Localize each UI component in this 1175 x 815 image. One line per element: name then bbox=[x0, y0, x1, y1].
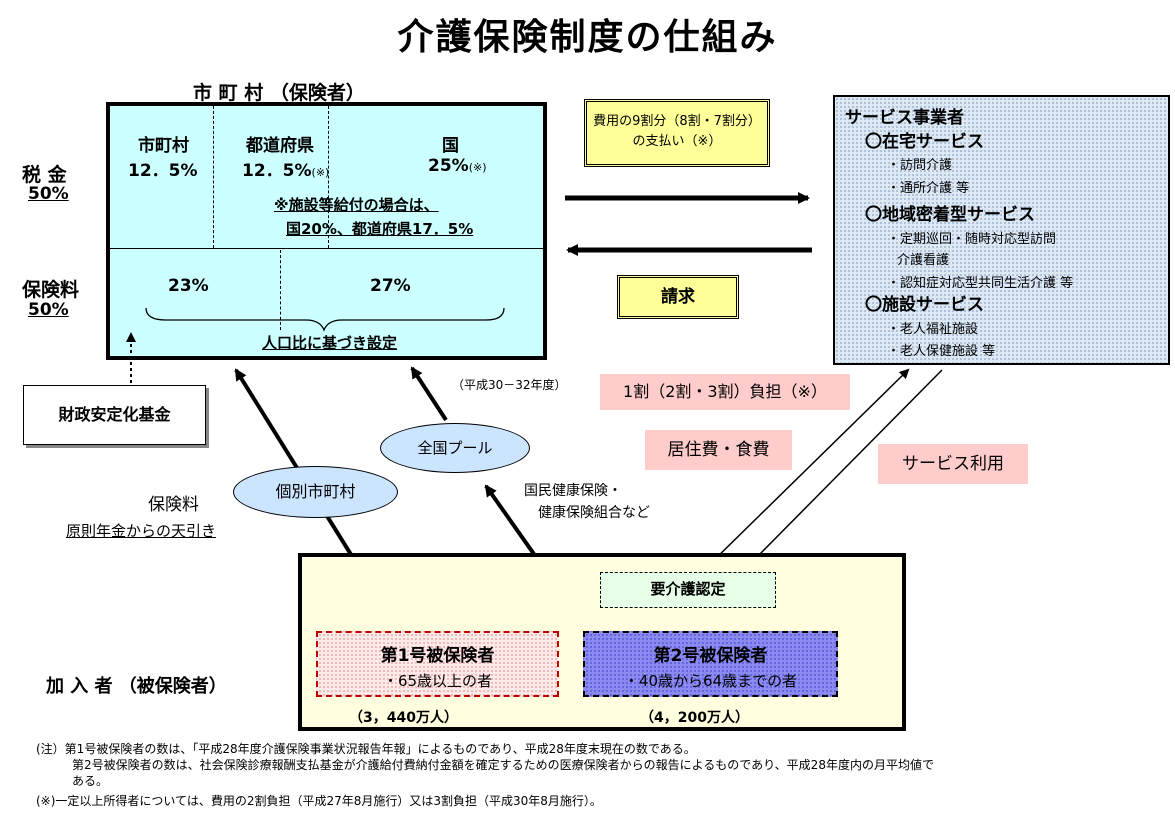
individual-municipality-label: 個別市町村 bbox=[275, 482, 356, 501]
claim-box: 請求 bbox=[617, 275, 739, 319]
insured-type1-desc: ・65歳以上の者 bbox=[382, 672, 493, 690]
premium-percent: 50% bbox=[28, 300, 69, 320]
col-nation-pct: 25% bbox=[428, 156, 469, 176]
payment-label: 費用の9割分（8割・7割分）の支払い（※） bbox=[593, 114, 761, 149]
service-provider-title: サービス事業者 bbox=[845, 108, 964, 128]
housing-food-box: 居住費・食費 bbox=[645, 430, 792, 470]
home-service-header: 〇在宅サービス bbox=[865, 132, 984, 152]
insured-type2-count: （4，200万人） bbox=[640, 710, 749, 726]
premium-share-2: 27% bbox=[370, 276, 411, 296]
facility-service-item: ・老人保健施設 等 bbox=[887, 344, 996, 359]
premium-label: 保険料 bbox=[22, 279, 80, 301]
facility-service-header: 〇施設サービス bbox=[865, 295, 984, 315]
community-service-header: 〇地域密着型サービス bbox=[865, 205, 1035, 225]
col-prefecture-pct: 12．5% bbox=[242, 161, 312, 181]
premium-side-label: 保険料 bbox=[148, 495, 199, 515]
premium-share-1: 23% bbox=[168, 276, 209, 296]
care-certification-label: 要介護認定 bbox=[650, 580, 726, 598]
col-nation: 国 bbox=[442, 136, 459, 156]
community-service-item: 介護看護 bbox=[897, 253, 950, 268]
population-basis: 人口比に基づき設定 bbox=[262, 334, 398, 352]
footnote: (注）第1号被保険者の数は、「平成28年度介護保険事業状況報告年報」によるもので… bbox=[36, 742, 696, 756]
col-municipality-pct: 12．5% bbox=[128, 161, 198, 181]
national-pool-ellipse: 全国プール bbox=[380, 423, 530, 473]
copay-label: 1割（2割・3割）負担（※） bbox=[623, 382, 827, 401]
individual-municipality-ellipse: 個別市町村 bbox=[233, 466, 398, 518]
community-service-item: ・認知症対応型共同生活介護 等 bbox=[887, 276, 1074, 291]
period-note: （平成30－32年度） bbox=[452, 378, 567, 392]
national-pool-label: 全国プール bbox=[417, 439, 493, 457]
tax-label: 税 金 bbox=[22, 164, 67, 186]
col-prefecture: 都道府県 bbox=[246, 136, 314, 156]
health-insurance-label: 国民健康保険・ bbox=[524, 483, 622, 499]
health-insurance-label: 健康保険組合など bbox=[538, 505, 650, 521]
service-use-box: サービス利用 bbox=[878, 444, 1028, 484]
home-service-item: ・通所介護 等 bbox=[887, 181, 970, 196]
page-title: 介護保険制度の仕組み bbox=[397, 17, 778, 58]
service-use-label: サービス利用 bbox=[902, 454, 1004, 474]
tax-percent: 50% bbox=[28, 184, 69, 204]
footnote: (※)一定以上所得者については、費用の2割負担（平成27年8月施行）又は3割負担… bbox=[36, 794, 602, 808]
col-nation-note: (※) bbox=[468, 161, 487, 174]
municipality-box: 市町村 12．5% 都道府県 12．5%(※) 国 25%(※) ※施設等給付の… bbox=[106, 102, 547, 360]
brace-shape bbox=[145, 307, 505, 332]
municipality-header: 市 町 村 （保険者） bbox=[193, 82, 365, 104]
stabilization-fund-box: 財政安定化基金 bbox=[23, 385, 206, 445]
col-municipality: 市町村 bbox=[138, 136, 189, 156]
service-provider-box: サービス事業者 〇在宅サービス ・訪問介護 ・通所介護 等 〇地域密着型サービス… bbox=[833, 95, 1170, 365]
col-prefecture-note: (※) bbox=[311, 166, 330, 179]
care-certification-box: 要介護認定 bbox=[600, 572, 776, 608]
insured-type1-box: 第1号被保険者 ・65歳以上の者 bbox=[316, 631, 559, 697]
insured-type1-title: 第1号被保険者 bbox=[380, 646, 495, 666]
stabilization-fund-label: 財政安定化基金 bbox=[58, 405, 171, 424]
home-service-item: ・訪問介護 bbox=[887, 158, 953, 173]
insured-type1-count: （3，440万人） bbox=[349, 710, 458, 726]
facility-service-item: ・老人福祉施設 bbox=[887, 322, 979, 337]
community-service-item: ・定期巡回・随時対応型訪問 bbox=[887, 232, 1057, 247]
claim-label: 請求 bbox=[661, 287, 695, 307]
insured-type2-title: 第2号被保険者 bbox=[653, 646, 768, 666]
members-label: 加 入 者 （被保険者） bbox=[46, 676, 227, 697]
insured-type2-desc: ・40歳から64歳までの者 bbox=[623, 672, 798, 690]
copay-box: 1割（2割・3割）負担（※） bbox=[600, 374, 850, 410]
pension-deduction-label: 原則年金からの天引き bbox=[66, 522, 217, 540]
payment-box: 費用の9割分（8割・7割分）の支払い（※） bbox=[584, 99, 770, 167]
housing-food-label: 居住費・食費 bbox=[667, 440, 770, 460]
footnote: ある。 bbox=[72, 774, 109, 788]
footnote: 第2号被保険者の数は、社会保険診療報酬支払基金が介護給付費納付金額を確定するため… bbox=[72, 758, 934, 772]
facility-note-2: 国20%、都道府県17．5% bbox=[286, 220, 474, 238]
insured-type2-box: 第2号被保険者 ・40歳から64歳までの者 bbox=[583, 631, 838, 697]
facility-note-1: ※施設等給付の場合は、 bbox=[274, 196, 439, 214]
